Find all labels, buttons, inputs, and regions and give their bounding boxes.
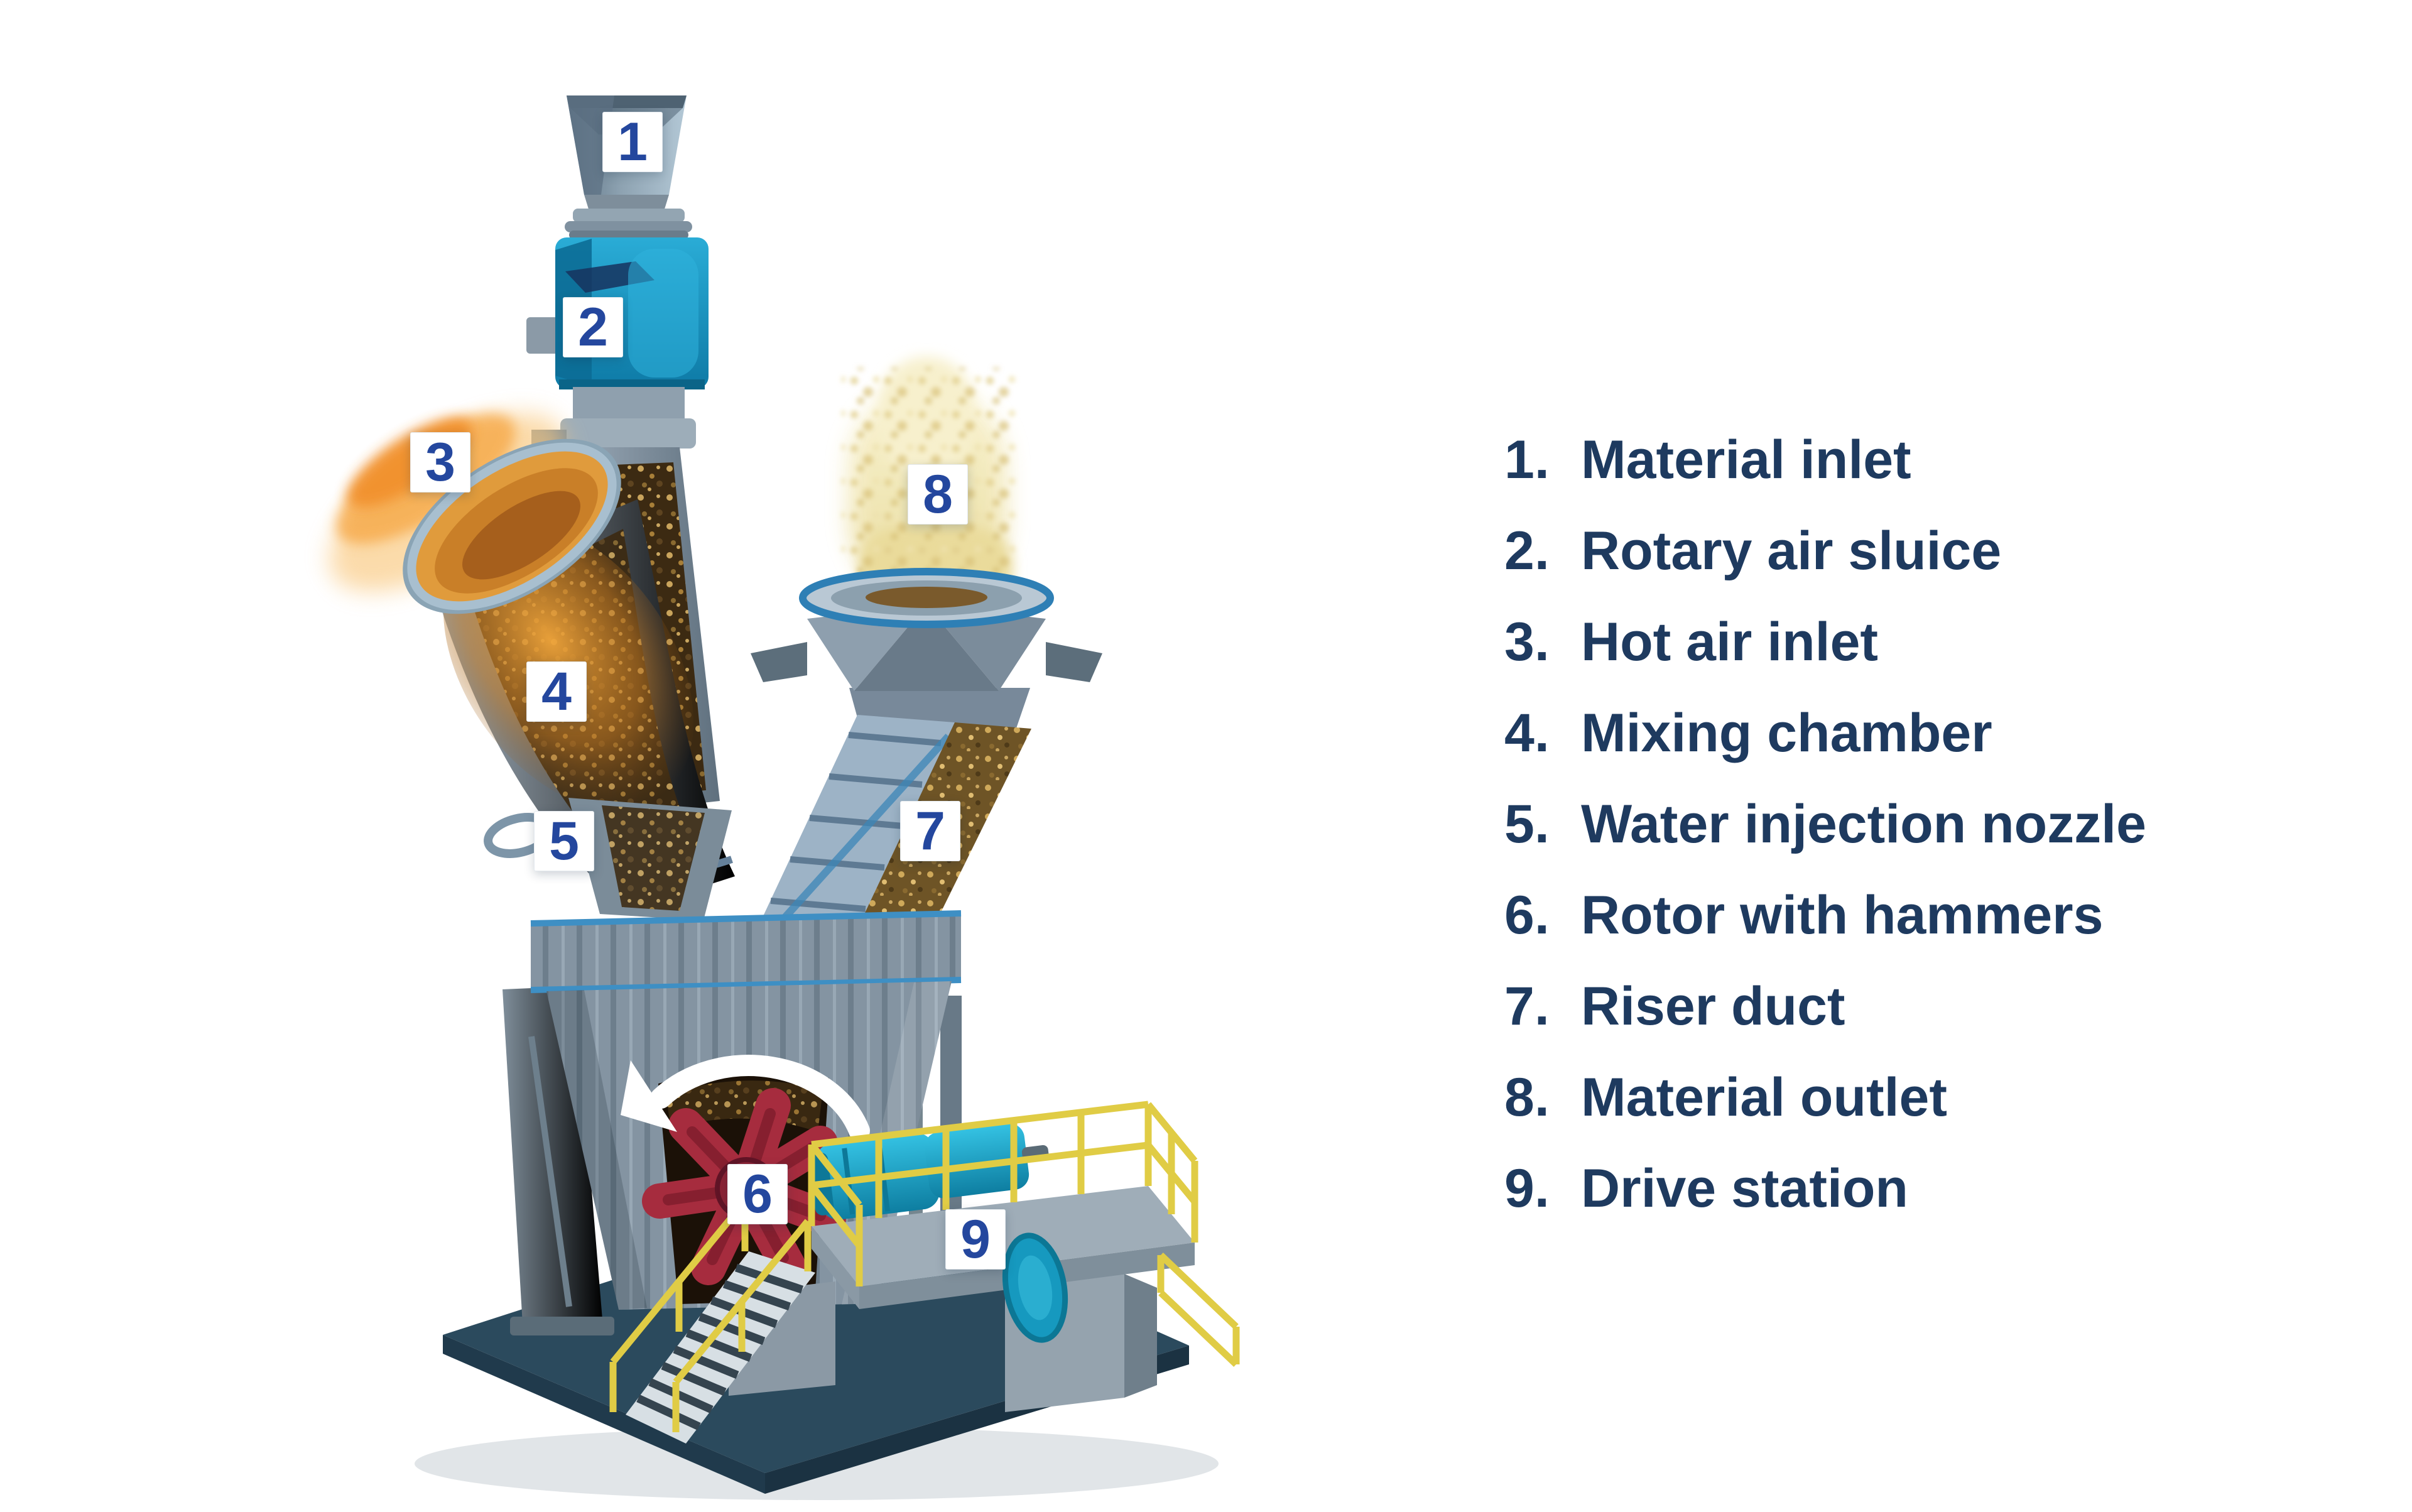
legend-number: 1. [1504,430,1550,490]
marker-hot-air-inlet: 3 [410,432,470,492]
material-outlet [751,568,1102,798]
legend-item-water-injection-nozzle: 5. Water injection nozzle [1504,779,2246,870]
legend-label: Hot air inlet [1581,612,1879,672]
legend-item-material-inlet: 1. Material inlet [1504,415,2246,506]
marker-mixing-chamber: 4 [526,661,587,722]
legend-number: 8. [1504,1067,1550,1128]
legend-item-drive-station: 9. Drive station [1504,1143,2246,1234]
legend-label: Mixing chamber [1581,703,1992,763]
legend-item-mixing-chamber: 4. Mixing chamber [1504,688,2246,779]
marker-material-outlet: 8 [908,464,968,525]
legend-label: Rotor with hammers [1581,885,2104,945]
legend-item-rotor-with-hammers: 6. Rotor with hammers [1504,870,2246,961]
marker-material-inlet: 1 [602,112,663,172]
legend-number: 3. [1504,612,1550,672]
rotation-arrow [621,1055,870,1141]
side-rail [1157,1253,1240,1367]
legend-item-material-outlet: 8. Material outlet [1504,1052,2246,1143]
legend-number: 9. [1504,1158,1550,1219]
legend: 1. Material inlet 2. Rotary air sluice 3… [1504,415,2246,1234]
legend-item-rotary-air-sluice: 2. Rotary air sluice [1504,506,2246,597]
legend-label: Riser duct [1581,976,1845,1036]
legend-number: 7. [1504,976,1550,1036]
marker-rotor-with-hammers: 6 [727,1164,788,1224]
marker-water-injection-nozzle: 5 [534,811,594,871]
legend-item-hot-air-inlet: 3. Hot air inlet [1504,597,2246,688]
legend-number: 6. [1504,885,1550,945]
legend-label: Material outlet [1581,1067,1947,1128]
marker-drive-station: 9 [945,1209,1006,1270]
legend-label: Drive station [1581,1158,1908,1219]
legend-item-riser-duct: 7. Riser duct [1504,961,2246,1052]
stairs [609,1199,815,1444]
platform-railing [808,1101,1198,1286]
legend-number: 4. [1504,703,1550,763]
marker-rotary-air-sluice: 2 [563,297,623,357]
drive-station [609,1101,1240,1444]
legend-number: 2. [1504,521,1550,581]
marker-riser-duct: 7 [900,801,960,861]
legend-label: Material inlet [1581,430,1911,490]
legend-label: Water injection nozzle [1581,794,2146,854]
legend-label: Rotary air sluice [1581,521,2002,581]
legend-number: 5. [1504,794,1550,854]
